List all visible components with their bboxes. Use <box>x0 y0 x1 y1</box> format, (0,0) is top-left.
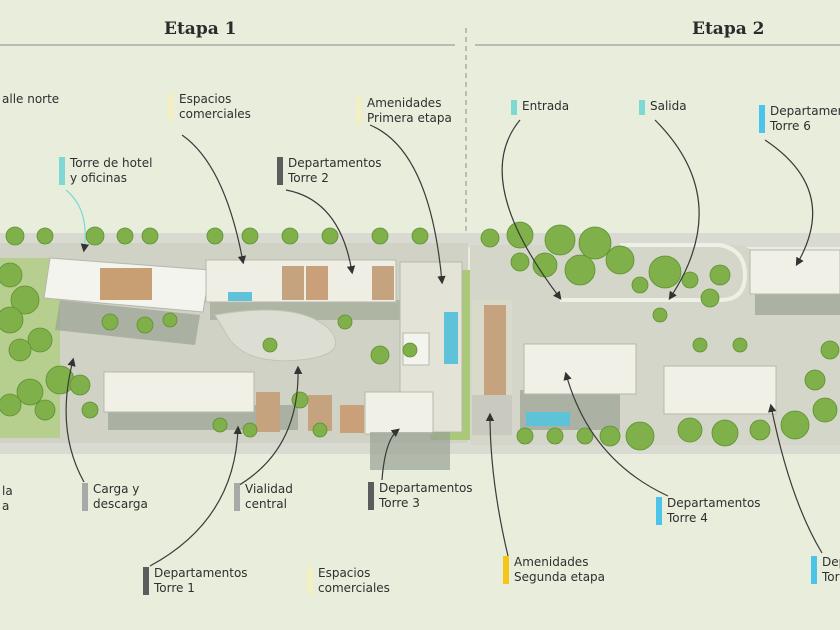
label-torre-1: Departamentos Torre 1 <box>143 566 248 596</box>
leader-espacios-comerciales-top <box>181 134 247 265</box>
leader-torre-4 <box>563 371 669 497</box>
label-torre-4: Departamentos Torre 4 <box>656 496 761 526</box>
legend-swatch <box>356 97 362 125</box>
label-torre-3: Departamentos Torre 3 <box>368 481 473 511</box>
legend-swatch <box>59 157 65 185</box>
leader-torre-hotel <box>65 189 90 253</box>
label-amenidades-segunda: Amenidades Segunda etapa <box>503 555 605 585</box>
stage-2-title: Etapa 2 <box>692 19 765 39</box>
amenities-2-terraces <box>484 305 506 395</box>
tower-2-terrace-b <box>306 266 328 300</box>
label-torre-hotel: Torre de hotel y oficinas <box>59 156 152 186</box>
tower-3 <box>364 391 434 435</box>
legend-swatch <box>168 93 174 121</box>
label-entrada: Entrada <box>511 99 569 115</box>
label-carga-descarga: Carga y descarga <box>82 482 148 512</box>
label-calle-sur: la a <box>2 484 13 513</box>
leader-torre-6 <box>764 139 814 267</box>
legend-swatch <box>639 100 645 115</box>
pool-1 <box>228 292 252 301</box>
legend-swatch <box>759 105 765 133</box>
tower-3-terrace-b <box>340 405 364 433</box>
leader-torre-2 <box>285 189 356 275</box>
hotel-roof-terrace <box>100 268 152 300</box>
leader-vialidad-central <box>235 365 303 488</box>
central-road <box>214 309 337 362</box>
legend-swatch <box>503 556 509 584</box>
tower-2-terrace-a <box>282 266 304 300</box>
stage-1-title: Etapa 1 <box>164 19 237 39</box>
tower-1-terrace <box>256 392 280 432</box>
label-espacios-comerciales-top: Espacios comerciales <box>168 92 251 122</box>
amenities-2-plaza <box>472 395 512 435</box>
leader-amenidades-segunda <box>485 412 509 557</box>
label-torre-2: Departamentos Torre 2 <box>277 156 382 186</box>
leader-torre-5 <box>768 403 823 554</box>
trees <box>0 221 840 451</box>
tower-6 <box>749 249 840 295</box>
legend-swatch <box>656 497 662 525</box>
legend-swatch <box>511 100 517 115</box>
legend-swatch <box>82 483 88 511</box>
label-espacios-comerciales-bottom: Espacios comerciales <box>307 566 390 596</box>
label-calle-norte: alle norte <box>2 92 60 106</box>
leader-torre-3 <box>381 428 400 481</box>
label-amenidades-primera: Amenidades Primera etapa <box>356 96 452 126</box>
legend-swatch <box>234 483 240 511</box>
legend-swatch <box>307 567 313 595</box>
leader-salida <box>654 119 700 301</box>
tower-4 <box>523 343 637 395</box>
leader-entrada <box>501 119 562 300</box>
pool-3 <box>526 412 570 426</box>
label-vialidad-central: Vialidad central <box>234 482 293 512</box>
label-torre-5: Dep Tor <box>811 555 840 585</box>
legend-swatch <box>811 556 817 584</box>
pool-2 <box>444 312 458 364</box>
hotel-tower-shadow <box>55 300 200 345</box>
tower-1 <box>103 371 255 413</box>
tower-3-shadow <box>370 432 450 470</box>
leader-torre-1 <box>149 425 242 567</box>
leader-amenidades-primera <box>369 124 446 285</box>
tower-5 <box>663 365 777 415</box>
tower-2-terrace-c <box>372 266 394 300</box>
access-loop <box>560 243 748 302</box>
legend-swatch <box>368 482 374 510</box>
label-torre-6: Departamentos Torre 6 <box>759 104 840 134</box>
legend-swatch <box>277 157 283 185</box>
label-salida: Salida <box>639 99 687 115</box>
legend-swatch <box>143 567 149 595</box>
leader-carga-descarga <box>65 357 85 483</box>
